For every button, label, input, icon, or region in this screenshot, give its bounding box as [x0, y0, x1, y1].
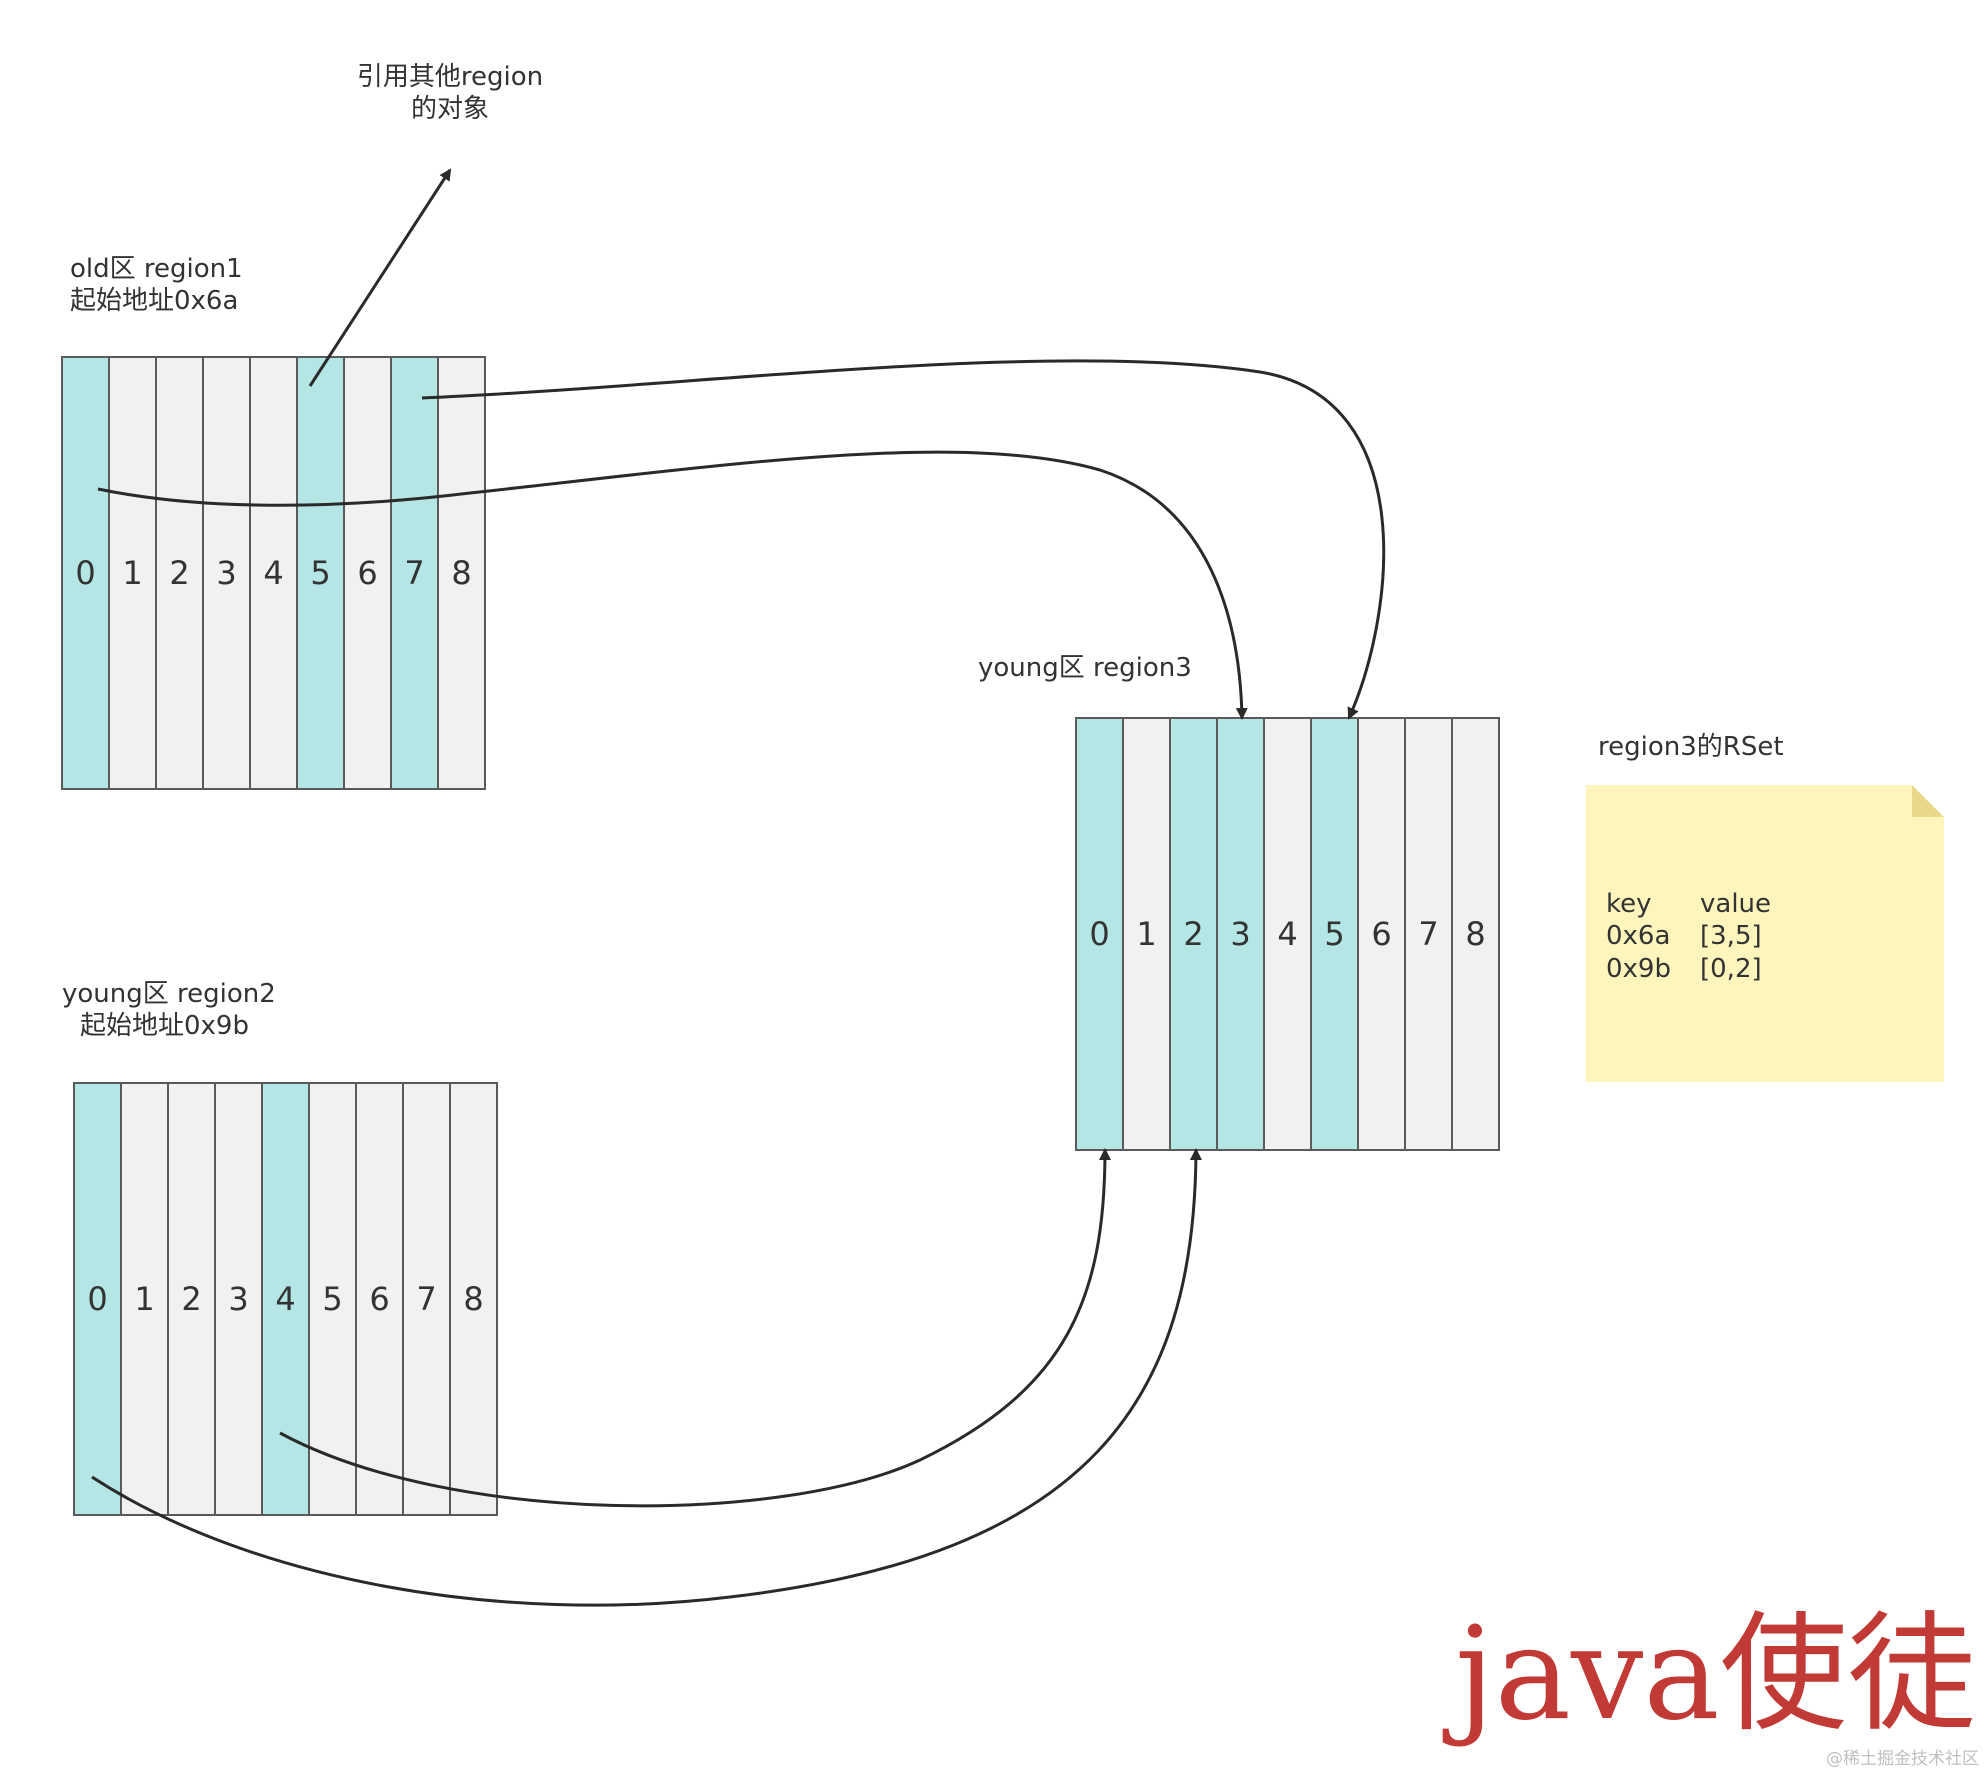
region1-cell-0: [61, 356, 110, 790]
region3-cell-1: [1122, 717, 1171, 1151]
region2-cell-label-2: 2: [181, 1280, 201, 1318]
arrow-region1-to-other-region: [308, 168, 452, 387]
region3-cell-label-8: 8: [1465, 915, 1485, 953]
rset-row-key: 0x6a: [1606, 921, 1670, 951]
rset-row-value: [0,2]: [1700, 954, 1762, 984]
region2-cell-label-5: 5: [322, 1280, 342, 1318]
region1-cell-label-1: 1: [122, 554, 142, 592]
region3-cell-label-7: 7: [1418, 915, 1438, 953]
arrow-region1-cell7-to-region3-cell5: [421, 359, 1386, 720]
rset-note-body: [1586, 785, 1944, 1082]
region2-cell-6: [355, 1082, 404, 1516]
arrow-region1-cell0-to-region3-cell3: [97, 450, 1248, 720]
rset-row-key: 0x9b: [1606, 954, 1671, 984]
region3-label: young区 region3: [978, 653, 1192, 683]
region2-cell-label-3: 3: [228, 1280, 248, 1318]
region1-cell-label-7: 7: [404, 554, 424, 592]
region1-cell-label-3: 3: [216, 554, 236, 592]
region3-cell-2: [1169, 717, 1218, 1151]
region3-cell-label-0: 0: [1089, 915, 1109, 953]
rset-header-value: value: [1700, 889, 1771, 919]
ref-other-label-line1: 引用其他region: [357, 62, 543, 92]
region2-cell-2: [167, 1082, 216, 1516]
region3-cell-4: [1263, 717, 1312, 1151]
region2-cell-label-8: 8: [463, 1280, 483, 1318]
region2-cell-label-1: 1: [134, 1280, 154, 1318]
region1-cell-7: [390, 356, 439, 790]
region2-cell-label-6: 6: [369, 1280, 389, 1318]
region1-cell-label-4: 4: [263, 554, 283, 592]
ref-other-label-line2: 的对象: [411, 94, 489, 124]
region2-label-line1: young区 region2: [62, 979, 276, 1009]
region1-cell-5: [296, 356, 345, 790]
watermark-site: @稀土掘金技术社区: [1826, 1749, 1979, 1769]
rset-note-corner-cut: [1912, 785, 1944, 817]
region1-cell-8: [437, 356, 486, 790]
region1-cell-label-2: 2: [169, 554, 189, 592]
region3-cell-label-5: 5: [1324, 915, 1344, 953]
region3-cell-label-4: 4: [1277, 915, 1297, 953]
region1-cell-2: [155, 356, 204, 790]
watermark-title: java使徒: [1442, 1600, 1976, 1749]
region2-label-line2: 起始地址0x9b: [80, 1011, 249, 1041]
region2-cell-7: [402, 1082, 451, 1516]
region3-cell-label-6: 6: [1371, 915, 1391, 953]
region2-cell-label-7: 7: [416, 1280, 436, 1318]
rset-header-key: key: [1606, 889, 1652, 919]
region1-cell-label-8: 8: [451, 554, 471, 592]
rset-note: key value 0x6a [3,5] 0x9b [0,2]: [1586, 785, 1944, 1082]
region3-cell-6: [1357, 717, 1406, 1151]
region2-cell-label-0: 0: [87, 1280, 107, 1318]
region3-cell-label-3: 3: [1230, 915, 1250, 953]
rset-row-value: [3,5]: [1700, 921, 1762, 951]
region3-cell-label-1: 1: [1136, 915, 1156, 953]
region2-cell-3: [214, 1082, 263, 1516]
arrow-region2-cell0-to-region3-cell2: [91, 1148, 1202, 1607]
region1-label-line1: old区 region1: [70, 254, 243, 284]
arrow-region2-cell4-to-region3-cell0: [279, 1148, 1111, 1508]
region1-label-line2: 起始地址0x6a: [70, 286, 238, 316]
region3-cell-0: [1075, 717, 1124, 1151]
region2-cell-8: [449, 1082, 498, 1516]
region1-cell-6: [343, 356, 392, 790]
region3-cell-8: [1451, 717, 1500, 1151]
region1-cell-label-5: 5: [310, 554, 330, 592]
region3-cell-label-2: 2: [1183, 915, 1203, 953]
region2-cell-0: [73, 1082, 122, 1516]
region1-cell-label-0: 0: [75, 554, 95, 592]
rset-title: region3的RSet: [1598, 732, 1784, 762]
region1-cell-4: [249, 356, 298, 790]
region1-cell-label-6: 6: [357, 554, 377, 592]
region2-cell-label-4: 4: [275, 1280, 295, 1318]
region1-cell-1: [108, 356, 157, 790]
